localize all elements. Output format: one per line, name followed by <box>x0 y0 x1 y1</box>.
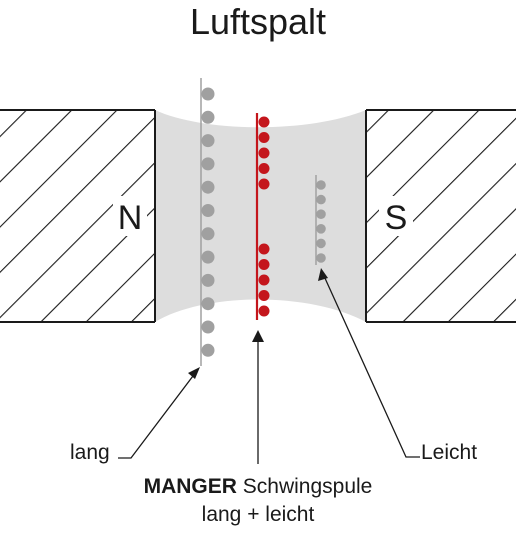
south-magnet: S <box>365 109 516 323</box>
light-coil-turn <box>316 194 326 205</box>
long-coil-turn <box>201 134 215 148</box>
manger-coil-leader <box>252 330 264 464</box>
long-coil-leader <box>118 367 200 459</box>
manger-caption-line2: lang + leicht <box>202 503 315 526</box>
north-magnet: N <box>0 109 156 323</box>
long-coil-turn <box>201 320 215 334</box>
light-coil-leader <box>318 268 420 458</box>
long-coil-turn <box>201 180 215 194</box>
manger-coil-turn <box>258 132 270 143</box>
air-gap-field <box>155 110 366 322</box>
manger-caption-line1: MANGER Schwingspule <box>144 475 373 498</box>
long-coil-turn <box>201 297 215 311</box>
manger-brand: MANGER <box>144 475 237 498</box>
light-coil-turn <box>316 224 326 234</box>
south-pole-label: S <box>385 199 408 237</box>
manger-coil-turn <box>258 243 270 255</box>
long-coil-turn <box>201 204 215 217</box>
long-coil-label: lang <box>70 441 110 464</box>
light-coil-turn <box>316 180 326 190</box>
manger-coil-turn <box>258 290 270 301</box>
long-coil-turn <box>201 110 215 124</box>
manger-coil-turn <box>258 305 270 317</box>
long-coil-turn <box>201 157 215 171</box>
north-pole-label: N <box>118 199 143 237</box>
manger-coil-turn <box>258 274 270 286</box>
manger-coil-turn <box>258 147 270 159</box>
long-coil-turn <box>201 343 215 357</box>
manger-coil-turn <box>258 163 270 174</box>
long-coil-turn <box>201 273 215 287</box>
manger-coil-turn <box>258 178 270 190</box>
light-coil-turn <box>316 238 326 249</box>
manger-caption-rest: Schwingspule <box>237 475 372 498</box>
light-coil-label: Leicht <box>421 441 477 464</box>
light-coil-turn <box>316 209 326 219</box>
light-coil <box>315 175 326 265</box>
manger-coil-turn <box>258 259 270 270</box>
manger-coil-turn <box>258 116 270 128</box>
long-coil <box>200 78 215 366</box>
long-coil-turn <box>201 250 215 264</box>
light-coil-turn <box>316 253 326 263</box>
long-coil-turn <box>201 87 215 101</box>
manger-coil <box>255 113 270 320</box>
long-coil-turn <box>201 227 215 241</box>
diagram-title: Luftspalt <box>190 1 326 42</box>
